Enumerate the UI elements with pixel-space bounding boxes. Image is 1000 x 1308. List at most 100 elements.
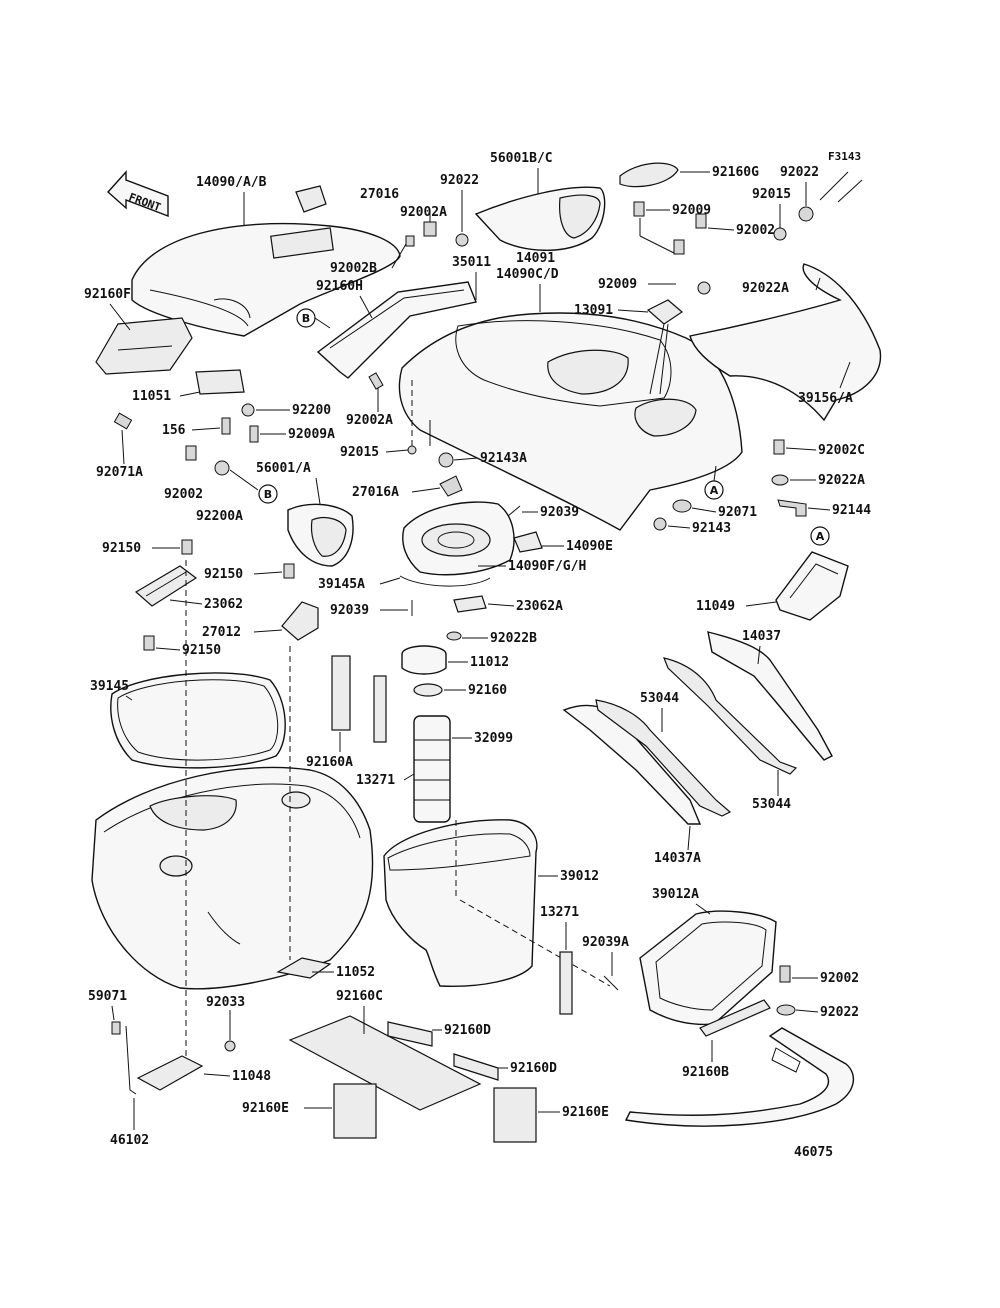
label-92200: 92200 [292,403,331,418]
label-13271-b: 13271 [540,905,579,920]
nut-92015-tr-icon [773,227,787,241]
nut-92015-mid-icon [407,445,417,455]
label-92150-a: 92150 [102,541,141,556]
leader-92009-top-down-2 [639,235,677,255]
label-156: 156 [162,423,186,438]
label-92160: 92160 [468,683,507,698]
deck-14090cd-part [398,312,743,531]
leader-92071a [121,429,125,465]
bolt-156-icon [221,417,231,435]
leader-13271-a [403,773,415,781]
bracket-11049-part [775,551,849,621]
label-11048: 11048 [232,1069,271,1084]
strip-53044-a-part [595,699,732,817]
tray-39012a-part [639,910,777,1026]
label-39156a: 39156/A [798,391,853,406]
hull-part [91,766,374,990]
label-92022b: 92022B [490,631,537,646]
label-14090fgh: 14090F/G/H [508,559,586,574]
pad-92160f-part [95,317,193,375]
strip-92160d-b-icon [453,1053,499,1081]
label-92160c: 92160C [336,989,383,1004]
bracket-11048-icon [136,1055,204,1091]
leader-92150-b [253,571,283,575]
bolt-92002c-icon [773,439,785,455]
leader-13091-down [649,323,665,395]
lid-14090fgh-part [402,501,515,576]
diagram-code: F3143 [828,150,861,163]
leader-59071 [111,1005,115,1021]
cover-13091-icon [646,299,683,325]
bolt-92002-br-icon [779,965,791,983]
leader-13091 [617,309,649,313]
label-53044-b: 53044 [752,797,791,812]
label-59071: 59071 [88,989,127,1004]
label-92071a: 92071A [96,465,143,480]
bolt-92150-a-icon [181,539,193,555]
label-92160g: 92160G [712,165,759,180]
leader-92200a [229,469,259,491]
plate-13271-b-part [559,951,573,1015]
label-11051: 11051 [132,389,171,404]
label-39012a: 39012A [652,887,699,902]
label-14090e: 14090E [566,539,613,554]
label-53044-a: 53044 [640,691,679,706]
label-39012: 39012 [560,869,599,884]
bolt-92002-left-icon [185,445,197,461]
plate-13271-part [373,675,387,743]
label-92160f: 92160F [84,287,131,302]
leader-92071 [691,507,717,513]
leader-92002c [785,447,817,451]
label-46075: 46075 [794,1145,833,1160]
label-92022-br: 92022 [820,1005,859,1020]
label-92160d-a: 92160D [444,1023,491,1038]
clip-59071-icon [111,1021,121,1035]
strip-92160b-icon [699,999,771,1037]
label-14091: 14091 [516,251,555,266]
label-92039a: 92039A [582,935,629,950]
leader-11048 [203,1073,231,1077]
bolt-92009-top-icon [633,201,645,217]
label-14090cd: 14090C/D [496,267,559,282]
rod-46102-icon [125,1025,137,1095]
label-11049: 11049 [696,599,735,614]
pin-92039a-icon [603,975,619,991]
label-92150-c: 92150 [182,643,221,658]
label-56001a: 56001/A [256,461,311,476]
bolt-92009a-icon [249,425,259,443]
label-92160d-b: 92160D [510,1061,557,1076]
label-92160a: 92160A [306,755,353,770]
label-14037a: 14037A [654,851,701,866]
label-92002-left: 92002 [164,487,203,502]
label-23062a: 23062A [516,599,563,614]
leader-39156a [839,361,851,389]
label-92002a-top: 92002A [400,205,447,220]
label-92015-tr: 92015 [752,187,791,202]
cover-56001a-part [287,503,354,567]
washer-92022b-icon [446,631,462,641]
pin-92039-top-icon [507,505,521,517]
leader-92160f [109,303,131,331]
clip-92071-icon [672,499,692,513]
washer-92009-mid-icon [697,281,711,295]
leader-92002-tr [707,227,735,231]
leader-92143a [453,457,479,461]
label-92002b: 92002B [330,261,377,276]
label-14090ab: 14090/A/B [196,175,267,190]
leader-13091-down-2 [659,323,669,395]
washer-92200-icon [241,403,255,417]
pad-92160e-a-part [333,1083,377,1139]
washer-92200a-icon [214,460,230,476]
pad-92160e-b-part [493,1087,537,1143]
washer-92022-br-icon [776,1004,796,1016]
plate-11052-icon [276,957,332,979]
leader-39145a [379,577,401,585]
leader-11051 [179,391,201,397]
label-92033: 92033 [206,995,245,1010]
leader-92002b [391,243,407,269]
leader-156 [191,427,221,431]
label-14037: 14037 [742,629,781,644]
ref-b-circle-lower [258,484,278,504]
label-92022a-r: 92022A [818,473,865,488]
leader-56001a [315,477,321,505]
